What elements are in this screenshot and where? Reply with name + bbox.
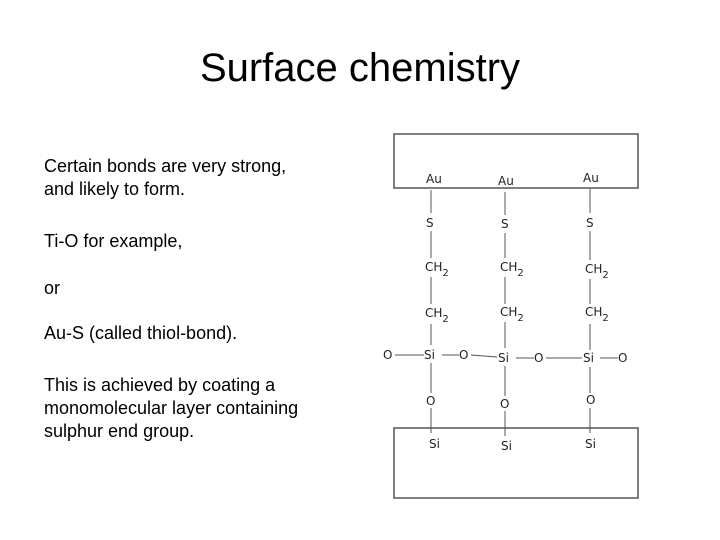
atom-o-bridge-2: O (534, 351, 543, 365)
atom-si-3: Si (583, 351, 594, 365)
atom-o-lower-1: O (426, 394, 435, 408)
atom-si-2: Si (498, 351, 509, 365)
group-ch2-1a: CH2 (425, 260, 449, 279)
group-ch2-2a: CH2 (500, 260, 524, 279)
paragraph-coating: This is achieved by coating a monomolecu… (44, 375, 299, 441)
atom-s-1: S (426, 216, 434, 230)
atom-o-lower-3: O (586, 393, 595, 407)
atom-s-3: S (586, 216, 594, 230)
group-ch2-3a: CH2 (585, 262, 609, 281)
atom-o-bridge-1: O (459, 348, 468, 362)
atom-si-substrate-3: Si (585, 437, 596, 451)
atom-si-substrate-2: Si (501, 439, 512, 453)
atom-o-lower-2: O (500, 397, 509, 411)
atom-si-1: Si (424, 348, 435, 362)
silicon-substrate (393, 427, 639, 499)
siloxane-bonds (395, 354, 618, 359)
gold-substrate (393, 133, 639, 189)
paragraph-au-s: Au-S (called thiol-bond). (44, 323, 238, 343)
paragraph-bonds: Certain bonds are very strong, and likel… (44, 156, 287, 199)
group-ch2-1b: CH2 (425, 306, 449, 325)
atom-au-1: Au (426, 172, 442, 186)
group-ch2-3b: CH2 (585, 305, 609, 324)
slide-title: Surface chemistry (199, 46, 521, 90)
paragraph-ti-o: Ti-O for example, (44, 231, 183, 251)
atom-si-substrate-1: Si (429, 437, 440, 451)
atom-o-left: O (383, 348, 392, 362)
atom-au-3: Au (583, 171, 599, 185)
group-ch2-2b: CH2 (500, 305, 524, 324)
atom-s-2: S (501, 217, 509, 231)
paragraph-or: or (44, 278, 61, 298)
atom-o-right: O (618, 351, 627, 365)
atom-au-2: Au (498, 174, 514, 188)
